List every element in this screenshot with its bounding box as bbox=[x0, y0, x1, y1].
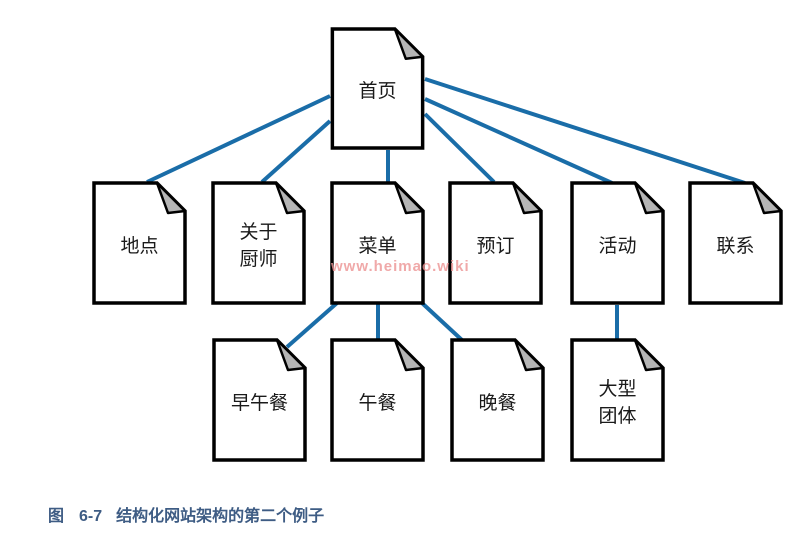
node-brunch: 早午餐 bbox=[212, 338, 307, 462]
node-menu: 菜单 bbox=[330, 181, 425, 305]
edge-home-location bbox=[146, 94, 331, 184]
node-label: 地点 bbox=[120, 235, 159, 257]
figure-caption-text: 结构化网站架构的第二个例子 bbox=[116, 508, 325, 525]
document-icon bbox=[570, 338, 665, 462]
document-icon bbox=[211, 181, 306, 305]
node-label: 关于 厨师 bbox=[239, 222, 278, 270]
document-icon bbox=[92, 181, 187, 305]
node-label: 联系 bbox=[716, 235, 755, 257]
node-large-groups: 大型 团体 bbox=[570, 338, 665, 462]
node-reservation: 预订 bbox=[448, 181, 543, 305]
node-label: 活动 bbox=[598, 235, 637, 257]
node-label: 菜单 bbox=[358, 235, 397, 257]
edge-home-reservation bbox=[423, 112, 496, 184]
document-icon bbox=[448, 181, 543, 305]
node-location: 地点 bbox=[92, 181, 187, 305]
edge-menu-dinner bbox=[420, 301, 465, 343]
edge-menu-brunch bbox=[285, 301, 339, 349]
document-icon bbox=[330, 27, 425, 150]
document-icon bbox=[330, 181, 425, 305]
figure-caption: 图 6-7 结构化网站架构的第二个例子 bbox=[48, 502, 324, 526]
node-contact: 联系 bbox=[688, 181, 783, 305]
node-label: 首页 bbox=[358, 81, 397, 103]
figure-caption-prefix: 图 bbox=[48, 508, 65, 525]
node-about-chef: 关于 厨师 bbox=[210, 181, 307, 305]
node-label: 晚餐 bbox=[478, 392, 517, 414]
watermark-text: www.heimao.wiki bbox=[331, 258, 470, 275]
edge-home-events bbox=[424, 97, 613, 185]
node-events: 活动 bbox=[570, 181, 665, 305]
node-label: 午餐 bbox=[358, 392, 397, 414]
edge-home-contact bbox=[424, 77, 746, 185]
document-icon bbox=[330, 338, 425, 462]
figure-caption-number: 6-7 bbox=[79, 508, 103, 525]
document-icon bbox=[570, 181, 665, 305]
document-icon bbox=[688, 181, 783, 305]
node-label: 早午餐 bbox=[230, 392, 288, 414]
edge-home-about-chef bbox=[260, 119, 332, 184]
node-dinner: 晚餐 bbox=[450, 338, 545, 462]
node-lunch: 午餐 bbox=[330, 338, 425, 462]
node-home: 首页 bbox=[330, 27, 425, 150]
node-label: 大型 团体 bbox=[598, 379, 637, 427]
document-icon bbox=[450, 338, 545, 462]
document-icon bbox=[212, 338, 307, 462]
node-label: 预订 bbox=[476, 235, 515, 257]
